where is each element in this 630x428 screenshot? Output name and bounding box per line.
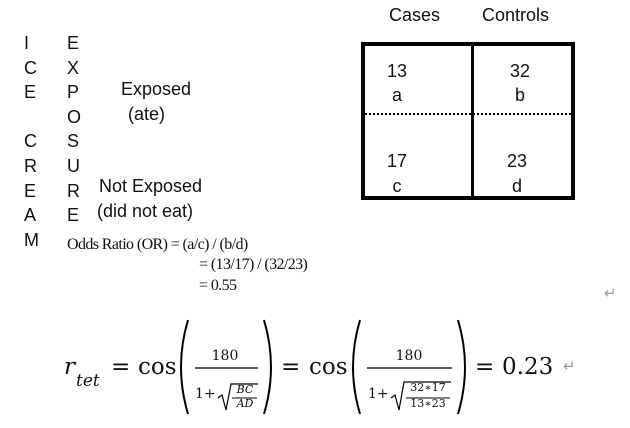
formula-equals-2: =: [281, 354, 301, 380]
odds-ratio-line-1: Odds Ratio (OR) = (a/c) / (b/d): [67, 236, 248, 253]
letter: E: [67, 205, 80, 226]
formula-subscript: tet: [76, 371, 100, 391]
label-exposed: Exposed: [121, 79, 192, 99]
sqrt-inner-denominator: 13∗23: [410, 397, 446, 410]
letter: [24, 105, 39, 130]
formula-cos-2: cos: [309, 354, 348, 380]
cell-b-value: 32: [509, 61, 531, 81]
letter: I: [24, 33, 30, 53]
exposure-vertical-label: E X P O S U R E: [67, 31, 81, 228]
letter: C: [24, 57, 37, 78]
letter: R: [24, 155, 37, 176]
formula-big-parentheses-1: [180, 319, 272, 415]
cell-b-letter: b: [514, 85, 525, 105]
letter: R: [67, 180, 80, 201]
cell-c-value: 17: [386, 151, 408, 171]
contingency-table: [361, 42, 575, 200]
fraction-denominator-prefix-1: 1+: [195, 386, 216, 402]
header-cases: Cases: [389, 5, 441, 25]
formula-equals-3: =: [475, 354, 495, 380]
label-did-not-eat: (did not eat): [97, 201, 194, 221]
letter: E: [24, 180, 37, 201]
return-mark: ↵: [563, 357, 576, 375]
label-ate: (ate): [128, 104, 166, 124]
letter: M: [24, 229, 39, 250]
cell-c-letter: c: [392, 176, 402, 196]
letter: O: [67, 106, 82, 127]
cell-d-letter: d: [511, 176, 522, 196]
sqrt-numerator-bc: BC: [236, 383, 254, 396]
letter: U: [67, 155, 80, 176]
letter: C: [24, 131, 37, 152]
return-mark: ↵: [604, 284, 617, 302]
cell-a-letter: a: [391, 85, 402, 105]
sqrt-denominator-ad: AD: [236, 397, 254, 410]
letter: A: [24, 205, 37, 226]
formula-big-parentheses-2: [352, 319, 466, 415]
label-not-exposed: Not Exposed: [99, 176, 203, 196]
cell-a-value: 13: [386, 61, 408, 81]
formula-r: r: [64, 354, 75, 380]
odds-ratio-line-3: = 0.55: [199, 277, 237, 294]
ice-cream-vertical-label: I C E C R E A M: [24, 31, 39, 252]
letter: E: [67, 33, 80, 53]
letter: E: [24, 82, 37, 103]
header-controls: Controls: [482, 5, 550, 25]
letter: P: [67, 82, 80, 103]
formula-equals-1: =: [111, 354, 131, 380]
odds-ratio-line-2: = (13/17) / (32/23): [199, 256, 308, 273]
fraction-numerator-2: 180: [395, 348, 423, 364]
formula-result: 0.23: [502, 354, 554, 380]
fraction-numerator-1: 180: [211, 348, 239, 364]
letter: X: [67, 57, 80, 78]
cell-d-value: 23: [506, 151, 528, 171]
formula-cos-1: cos: [138, 354, 177, 380]
fraction-denominator-prefix-2: 1+: [368, 386, 389, 402]
table-vertical-divider: [471, 42, 474, 200]
letter: S: [67, 131, 80, 152]
table-dotted-divider: [365, 113, 575, 115]
sqrt-inner-numerator: 32∗17: [410, 381, 446, 394]
